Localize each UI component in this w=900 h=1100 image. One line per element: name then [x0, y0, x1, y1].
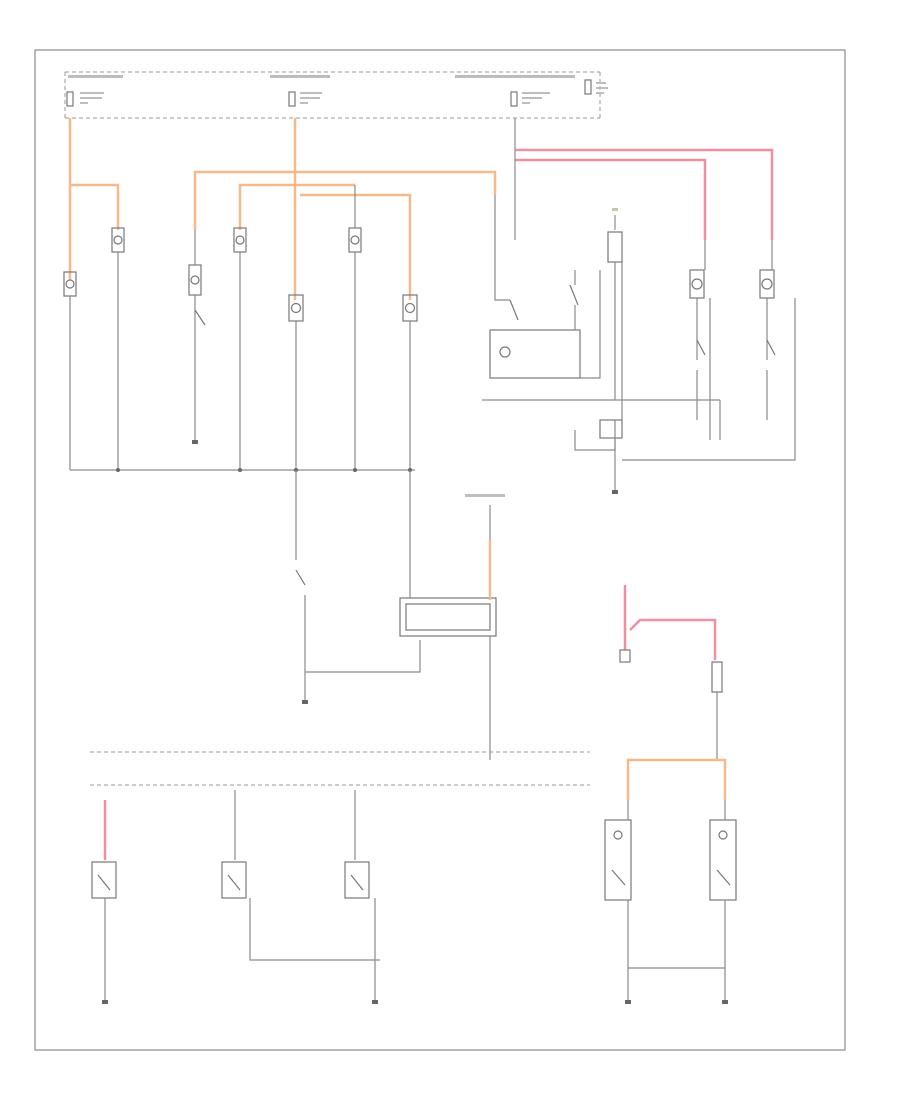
ground-7-icon	[722, 1000, 728, 1004]
diagram-frame	[34, 49, 846, 1051]
door-jamb-switches	[91, 790, 380, 1004]
ground-6-icon	[625, 1000, 631, 1004]
fuse-1-icon	[66, 91, 74, 107]
switch-rear-left-icon	[221, 861, 247, 899]
ground-2-icon	[612, 490, 618, 494]
courtesy-lamp-right-1-icon	[689, 269, 705, 299]
ground-5-icon	[372, 1000, 378, 1004]
ground-bus-upper	[70, 468, 415, 472]
fuse-label-blocks	[68, 75, 608, 104]
lamp-4-icon	[233, 227, 247, 253]
license-lamp-section	[604, 585, 737, 1004]
switch-rear-right-icon	[344, 861, 370, 899]
lamp-group-center	[288, 185, 418, 470]
lamp-6-icon	[348, 227, 362, 253]
license-lamp-right-icon	[709, 819, 737, 901]
courtesy-lamps-right	[622, 240, 796, 461]
switch-1-icon	[194, 309, 206, 326]
resistor-icon	[711, 661, 723, 693]
lamp-group-left	[63, 227, 247, 470]
lamp-3-icon	[188, 264, 202, 296]
fuse-2-icon	[288, 91, 296, 107]
lamp-5-icon	[288, 294, 304, 322]
dimmer-module	[574, 208, 623, 494]
ground-1-icon	[192, 440, 198, 444]
relay-section	[482, 150, 721, 440]
lower-module-bus	[90, 751, 590, 786]
control-module	[399, 470, 505, 760]
relay-lamp-icon	[499, 346, 511, 358]
switch-front-left-icon	[91, 861, 117, 899]
door-switch-section	[295, 470, 421, 704]
lamp-2-icon	[111, 227, 125, 253]
ground-4-icon	[102, 1000, 108, 1004]
feed-wires-top	[68, 118, 516, 185]
orange-bus	[68, 170, 497, 300]
fuse-4-icon	[584, 79, 592, 95]
license-lamp-left-icon	[604, 819, 632, 901]
ground-3-icon	[302, 700, 308, 704]
courtesy-lamp-right-2-icon	[759, 269, 775, 299]
pink-bus	[515, 148, 774, 240]
fuse-box-top	[64, 71, 608, 119]
connector-icon	[619, 649, 631, 663]
fuse-3-icon	[510, 91, 518, 107]
